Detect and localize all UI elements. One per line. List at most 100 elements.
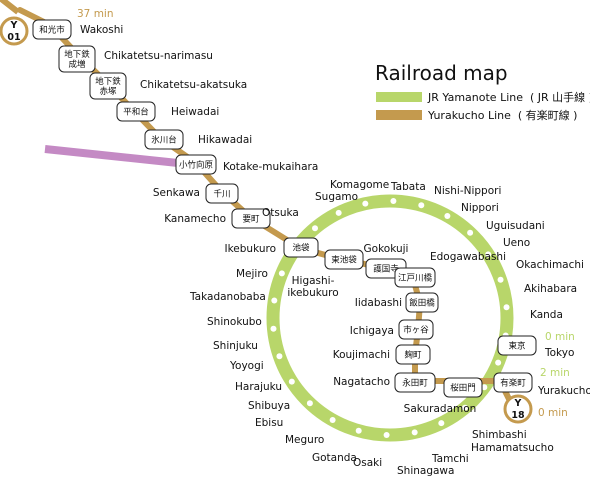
yamanote-station-label[interactable]: Sugamo <box>315 191 358 203</box>
yamanote-station-label[interactable]: Nishi-Nippori <box>434 185 501 197</box>
station-box[interactable] <box>89 72 127 100</box>
station-box[interactable] <box>205 183 239 204</box>
station-en-label: Tokyo <box>544 347 574 359</box>
station-jp-label: 江戸川橋 <box>398 273 433 284</box>
other-line <box>44 145 179 167</box>
yamanote-station-dot <box>467 229 474 236</box>
station-jp-label: 飯田橋 <box>409 298 435 309</box>
yamanote-station-label[interactable]: Mejiro <box>236 268 268 280</box>
station-box[interactable] <box>116 101 156 122</box>
yamanote-station-label[interactable]: Tamchi <box>431 453 469 465</box>
yamanote-station-label[interactable]: Osaki <box>353 457 382 469</box>
yamanote-station-dot <box>329 416 336 423</box>
code-y01-num: 01 <box>7 32 20 43</box>
yamanote-station-dot <box>485 251 492 258</box>
station-jp-label: 池袋 <box>292 243 310 254</box>
station-box[interactable] <box>398 319 434 340</box>
station-box[interactable] <box>493 372 533 393</box>
yamanote-station-label[interactable]: Hamamatsucho <box>471 442 554 454</box>
station-box[interactable] <box>394 267 436 288</box>
station-en-label: Iidabashi <box>355 297 402 309</box>
station-6[interactable]: 千川 Senkawa <box>153 183 239 204</box>
map-title: Railroad map <box>375 61 508 85</box>
yamanote-station-label[interactable]: Komagome <box>330 179 389 191</box>
yamanote-station-label[interactable]: Kanda <box>530 309 563 321</box>
yamanote-station-dot <box>288 378 295 385</box>
station-en-label: Sakuradamon <box>404 403 477 415</box>
yamanote-station-label[interactable]: Shinokubo <box>207 316 262 328</box>
yamanote-station-label[interactable]: Nippori <box>461 202 499 214</box>
station-box[interactable] <box>144 129 184 150</box>
yamanote-station-label[interactable]: Gotanda <box>312 452 357 464</box>
yamanote-station-dot <box>497 276 504 283</box>
station-en-label: Koujimachi <box>333 349 390 361</box>
code-y18-line: Y <box>514 398 522 409</box>
legend-swatch-yamanote <box>376 92 422 102</box>
yamanote-station-label[interactable]: Uguisudani <box>486 220 545 232</box>
station-en-label: Senkawa <box>153 187 200 199</box>
yamanote-station-dot <box>481 384 488 391</box>
yamanote-station-label[interactable]: Ebisu <box>255 417 283 429</box>
station-14[interactable]: 麹町 Koujimachi <box>333 344 431 365</box>
yamanote-station-label[interactable]: Okachimachi <box>516 259 584 271</box>
station-box[interactable] <box>497 335 537 356</box>
station-jp-label: 千川 <box>213 189 230 200</box>
yamanote-station-label[interactable]: Takadanobaba <box>189 291 266 303</box>
station-box[interactable] <box>283 237 319 258</box>
station-11[interactable]: 江戸川橋 Edogawabashi <box>394 251 506 288</box>
station-jp-label: 麹町 <box>404 350 422 361</box>
station-12[interactable]: 飯田橋 Iidabashi <box>355 292 439 313</box>
station-box[interactable] <box>231 208 271 229</box>
legend-swatch-yurakucho <box>376 110 422 120</box>
yamanote-station-label[interactable]: Harajuku <box>235 381 282 393</box>
station-box[interactable] <box>324 249 364 270</box>
yamanote-station-label[interactable]: Tabata <box>390 181 426 193</box>
station-jp-label: 地下鉄成増 <box>64 49 90 70</box>
station-en-label: Gokokuji <box>364 243 409 255</box>
station-jp-label: 地下鉄赤塚 <box>95 76 121 97</box>
yamanote-station-label[interactable]: Shimbashi <box>472 429 527 441</box>
yamanote-station-label[interactable]: Shinagawa <box>397 465 454 477</box>
yamanote-line <box>266 194 514 442</box>
yamanote-station-label[interactable]: Ueno <box>503 237 530 249</box>
station-jp-label: 小竹向原 <box>179 160 213 171</box>
station-code-y18: Y 18 <box>503 394 533 424</box>
legend-yurakucho: Yurakucho Line ( 有楽町線 ) <box>427 108 577 122</box>
yamanote-station-label[interactable]: Shibuya <box>248 400 290 412</box>
yamanote-station-dot <box>444 213 451 220</box>
station-box[interactable] <box>58 45 96 73</box>
station-box[interactable] <box>32 19 72 40</box>
time-tokyo: 0 min <box>545 331 575 343</box>
yamanote-station-label[interactable]: Meguro <box>285 434 324 446</box>
station-box[interactable] <box>175 154 217 175</box>
yamanote-station-label[interactable]: Shinjuku <box>213 340 258 352</box>
station-18[interactable]: 東京 Tokyo <box>497 335 574 359</box>
station-box[interactable] <box>394 372 436 393</box>
code-y18-num: 18 <box>511 410 525 421</box>
station-box[interactable] <box>443 377 483 398</box>
station-jp-label: 東京 <box>508 341 525 352</box>
station-jp-label: 東池袋 <box>331 255 357 266</box>
yamanote-station-label[interactable]: Akihabara <box>524 283 577 295</box>
station-box[interactable] <box>405 292 439 313</box>
yamanote-station-dot <box>411 429 418 436</box>
yamanote-station-label[interactable]: Yoyogi <box>229 360 264 372</box>
station-en-label: Nagatacho <box>333 376 390 388</box>
station-en-label: Edogawabashi <box>430 251 506 263</box>
station-box[interactable] <box>395 344 431 365</box>
yamanote-station-label[interactable]: Otsuka <box>262 207 299 219</box>
